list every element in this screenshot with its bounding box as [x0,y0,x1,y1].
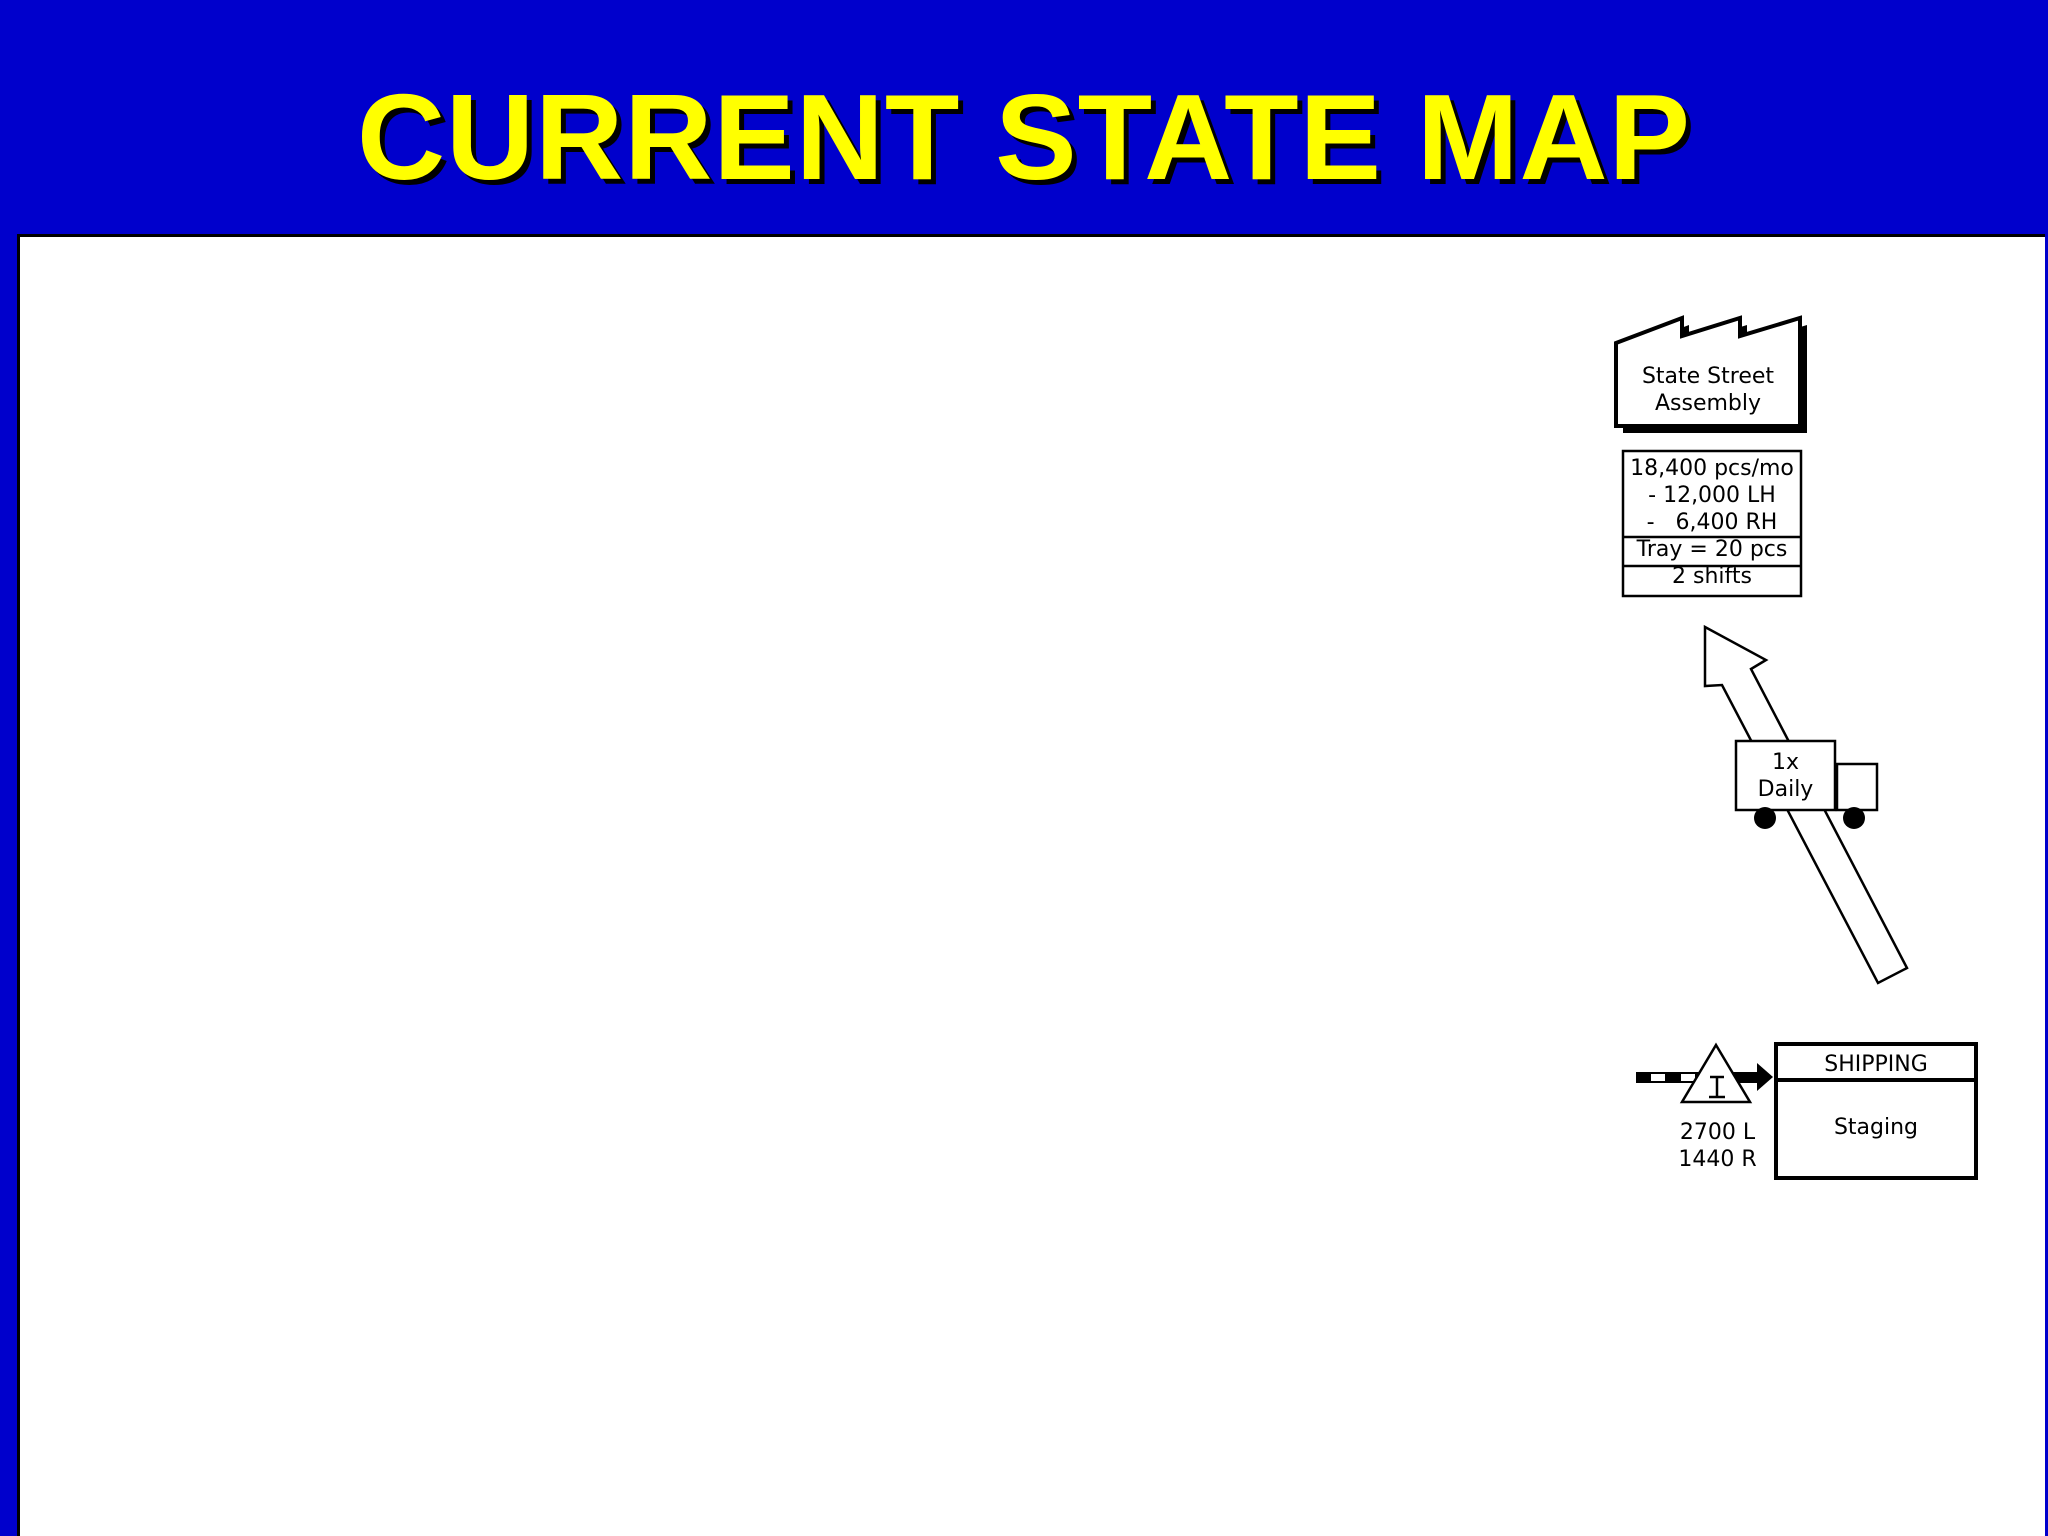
shipment-frequency: 1x Daily [1736,749,1835,803]
shipping-process-box [1774,1042,1978,1180]
shipping-title: SHIPPING [1824,1052,1928,1077]
shipping-subtitle: Staging [1833,1115,1919,1140]
customer-name: State Street Assembly [1616,363,1800,417]
customer-data-text: 18,400 pcs/mo - 12,000 LH - 6,400 RH Tra… [1623,455,1801,590]
customer-name-line2: Assembly [1654,391,1762,416]
inventory-right-qty: 1440 R [1678,1147,1757,1172]
truck-icon [1734,739,1879,829]
rh-demand: - 6,400 RH [1646,510,1778,535]
inventory-left-qty: 2700 L [1679,1120,1756,1145]
monthly-demand: 18,400 pcs/mo [1630,456,1794,481]
customer-data-box [1621,449,1803,598]
shipment-frequency-line1: 1x [1771,750,1800,775]
inventory-triangle-icon [1679,1042,1753,1104]
factory-icon [1614,315,1807,433]
shipment-frequency-line2: Daily [1757,777,1814,802]
customer-name-line1: State Street [1641,364,1775,389]
page-title: CURRENT STATE MAP [356,69,1692,205]
inventory-quantities: 2700 L 1440 R [1660,1119,1775,1173]
tray-size: Tray = 20 pcs [1636,537,1788,562]
lh-demand: - 12,000 LH [1648,483,1776,508]
shift-count: 2 shifts [1672,564,1752,589]
